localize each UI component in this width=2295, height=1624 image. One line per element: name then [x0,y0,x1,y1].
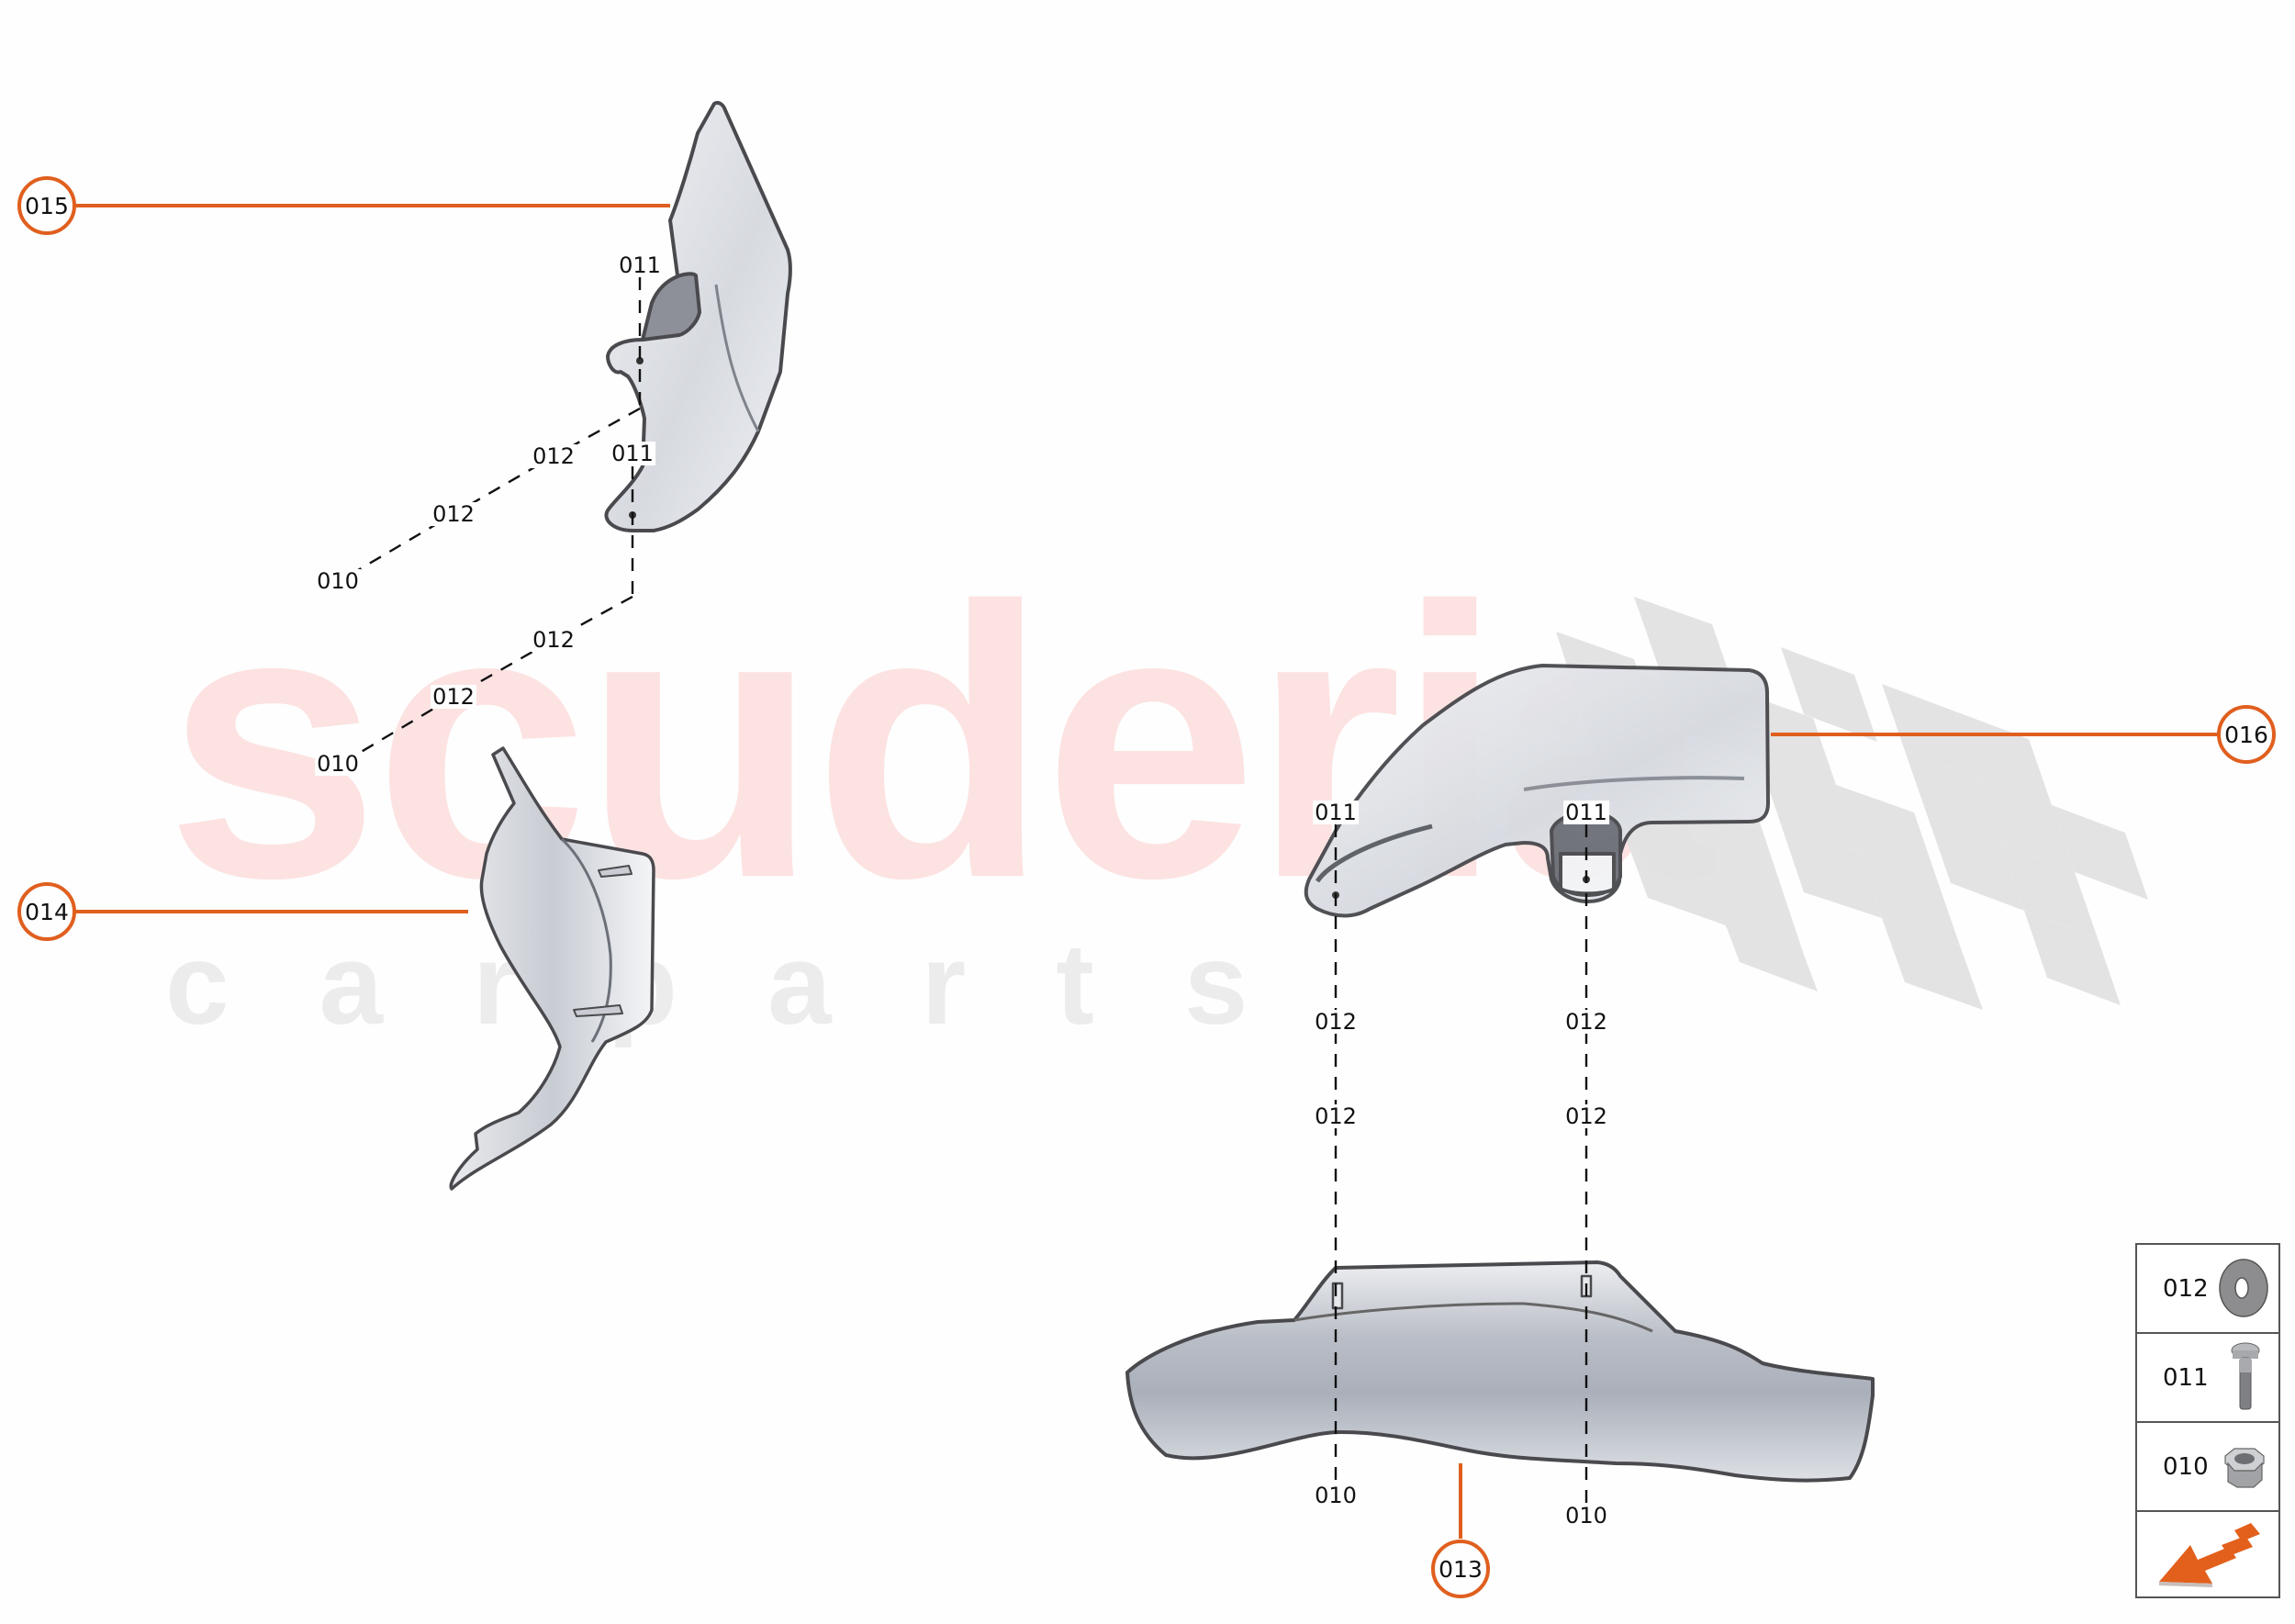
label-nut-010: 010 [315,751,361,777]
watermark-tagline: carparts [165,921,1338,1048]
label-washer-012: 012 [431,684,476,710]
hardware-legend: 012 011 010 [2135,1243,2280,1598]
legend-code: 011 [2163,1363,2209,1392]
callout-015[interactable]: 015 [17,176,76,235]
label-nut-010: 010 [1563,1503,1609,1529]
legend-row-washer[interactable]: 012 [2137,1245,2278,1334]
callout-leader-lines [74,204,2219,1539]
legend-code: 010 [2163,1452,2209,1481]
callout-014[interactable]: 014 [17,882,76,941]
label-washer-012: 012 [531,627,577,653]
legend-code: 012 [2163,1274,2209,1303]
callout-016[interactable]: 016 [2217,705,2276,764]
label-bolt-011: 011 [610,441,655,466]
label-nut-010: 010 [1313,1483,1359,1508]
part-014-heat-shield [449,746,655,1191]
front-direction-arrow-icon [2159,1523,2260,1587]
label-bolt-011: 011 [1563,800,1609,825]
callout-013[interactable]: 013 [1431,1540,1490,1598]
label-washer-012: 012 [1563,1103,1609,1129]
part-013-heat-shield [1125,1260,1875,1483]
label-washer-012: 012 [1563,1009,1609,1035]
legend-row-direction[interactable] [2137,1512,2278,1596]
label-washer-012: 012 [431,501,476,527]
label-washer-012: 012 [1313,1103,1359,1129]
label-washer-012: 012 [1313,1009,1359,1035]
legend-row-bolt[interactable]: 011 [2137,1334,2278,1423]
label-bolt-011: 011 [617,252,663,278]
washer-icon [2219,1259,2268,1317]
legend-row-nut[interactable]: 010 [2137,1423,2278,1512]
assembly-leader-lines [353,277,1588,1505]
part-016-heat-shield [1304,664,1770,918]
label-nut-010: 010 [315,568,361,594]
flange-nut-icon [2224,1448,2265,1488]
label-bolt-011: 011 [1313,800,1359,825]
part-015-heat-shield [604,100,792,532]
bolt-icon [2231,1342,2260,1410]
label-washer-012: 012 [531,443,577,469]
